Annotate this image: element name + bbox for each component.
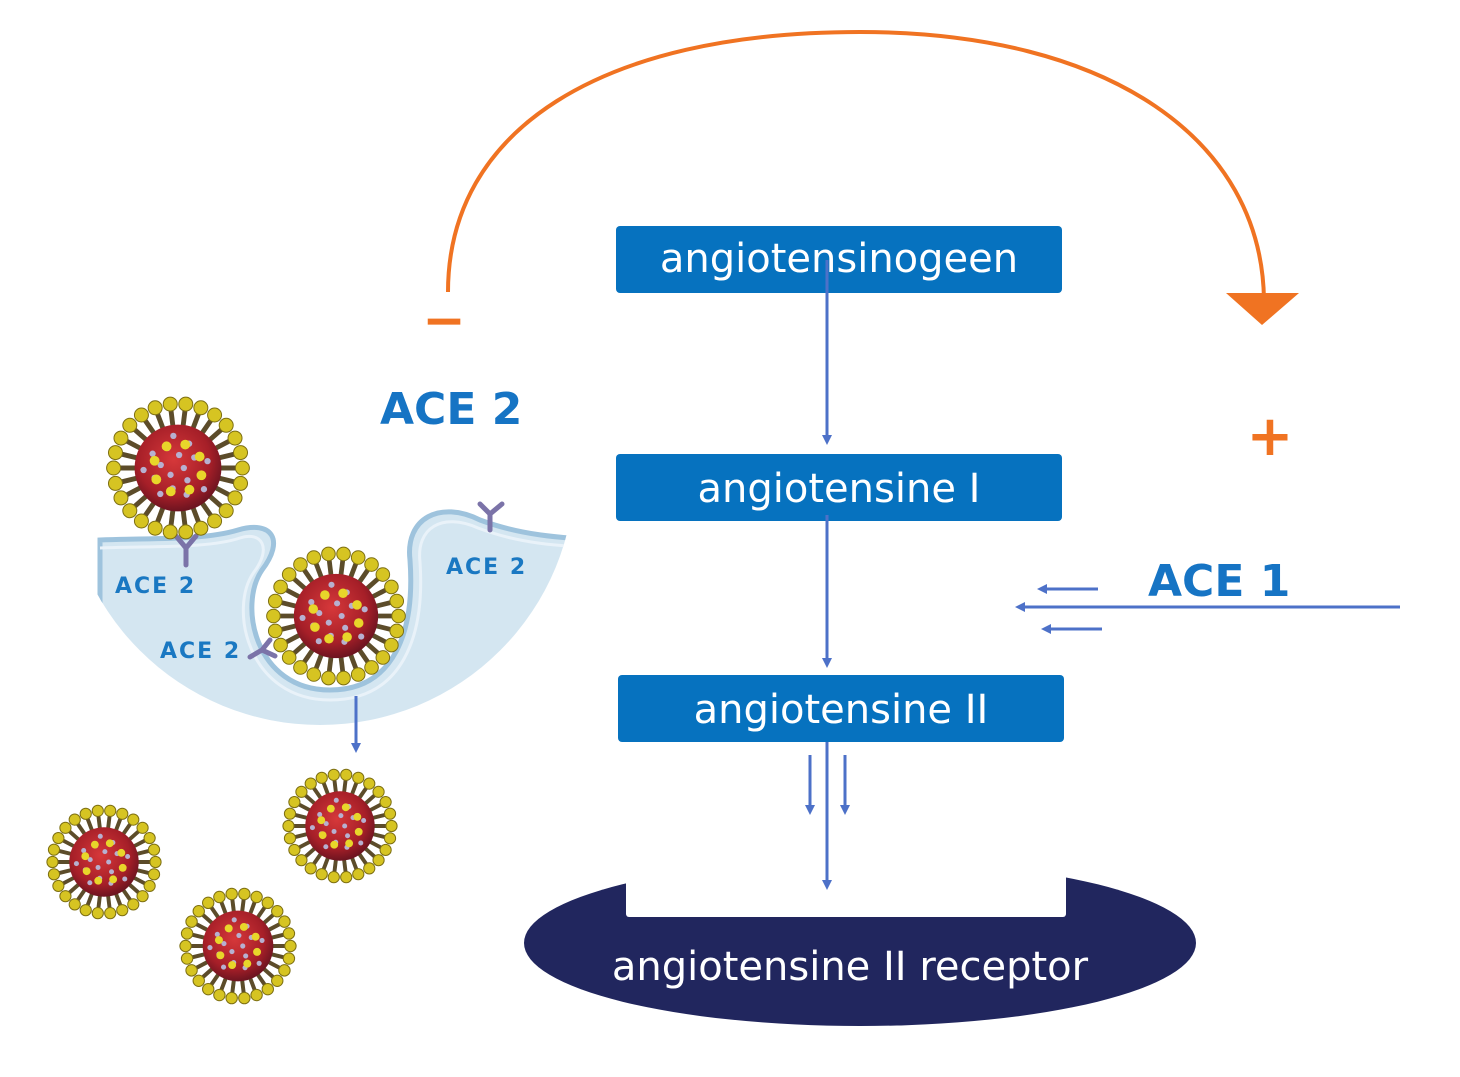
receptor: angiotensine II receptor (524, 860, 1196, 1026)
box-angiotensin-1: angiotensine I (616, 454, 1062, 521)
feedback-arc (446, 29, 1266, 301)
ace2-label-right: ACE 2 (446, 555, 527, 580)
angiotensinogen-label: angiotensinogeen (660, 236, 1018, 282)
angiotensin-2-label: angiotensine II (694, 687, 989, 733)
virus-icon (282, 768, 398, 884)
ace2-receptor-icon (173, 501, 505, 660)
angiotensin-1-label: angiotensine I (698, 466, 981, 512)
virus-group (46, 396, 406, 1005)
feedback-arrowhead (1226, 293, 1299, 325)
virus-icon (179, 887, 297, 1005)
ace1-label: ACE 1 (1148, 556, 1290, 607)
virus-icon (266, 546, 406, 686)
plus-sign: + (1247, 404, 1294, 469)
virus-icon (106, 396, 250, 540)
minus-sign: − (422, 291, 466, 351)
box-angiotensinogen: angiotensinogeen (616, 226, 1062, 293)
ace2-label-left: ACE 2 (115, 574, 196, 599)
virus-icon (46, 804, 162, 920)
ace2-label-middle: ACE 2 (160, 639, 241, 664)
ace2-title: ACE 2 (380, 384, 522, 435)
receptor-label: angiotensine II receptor (612, 944, 1089, 990)
box-angiotensin-2: angiotensine II (618, 675, 1064, 742)
